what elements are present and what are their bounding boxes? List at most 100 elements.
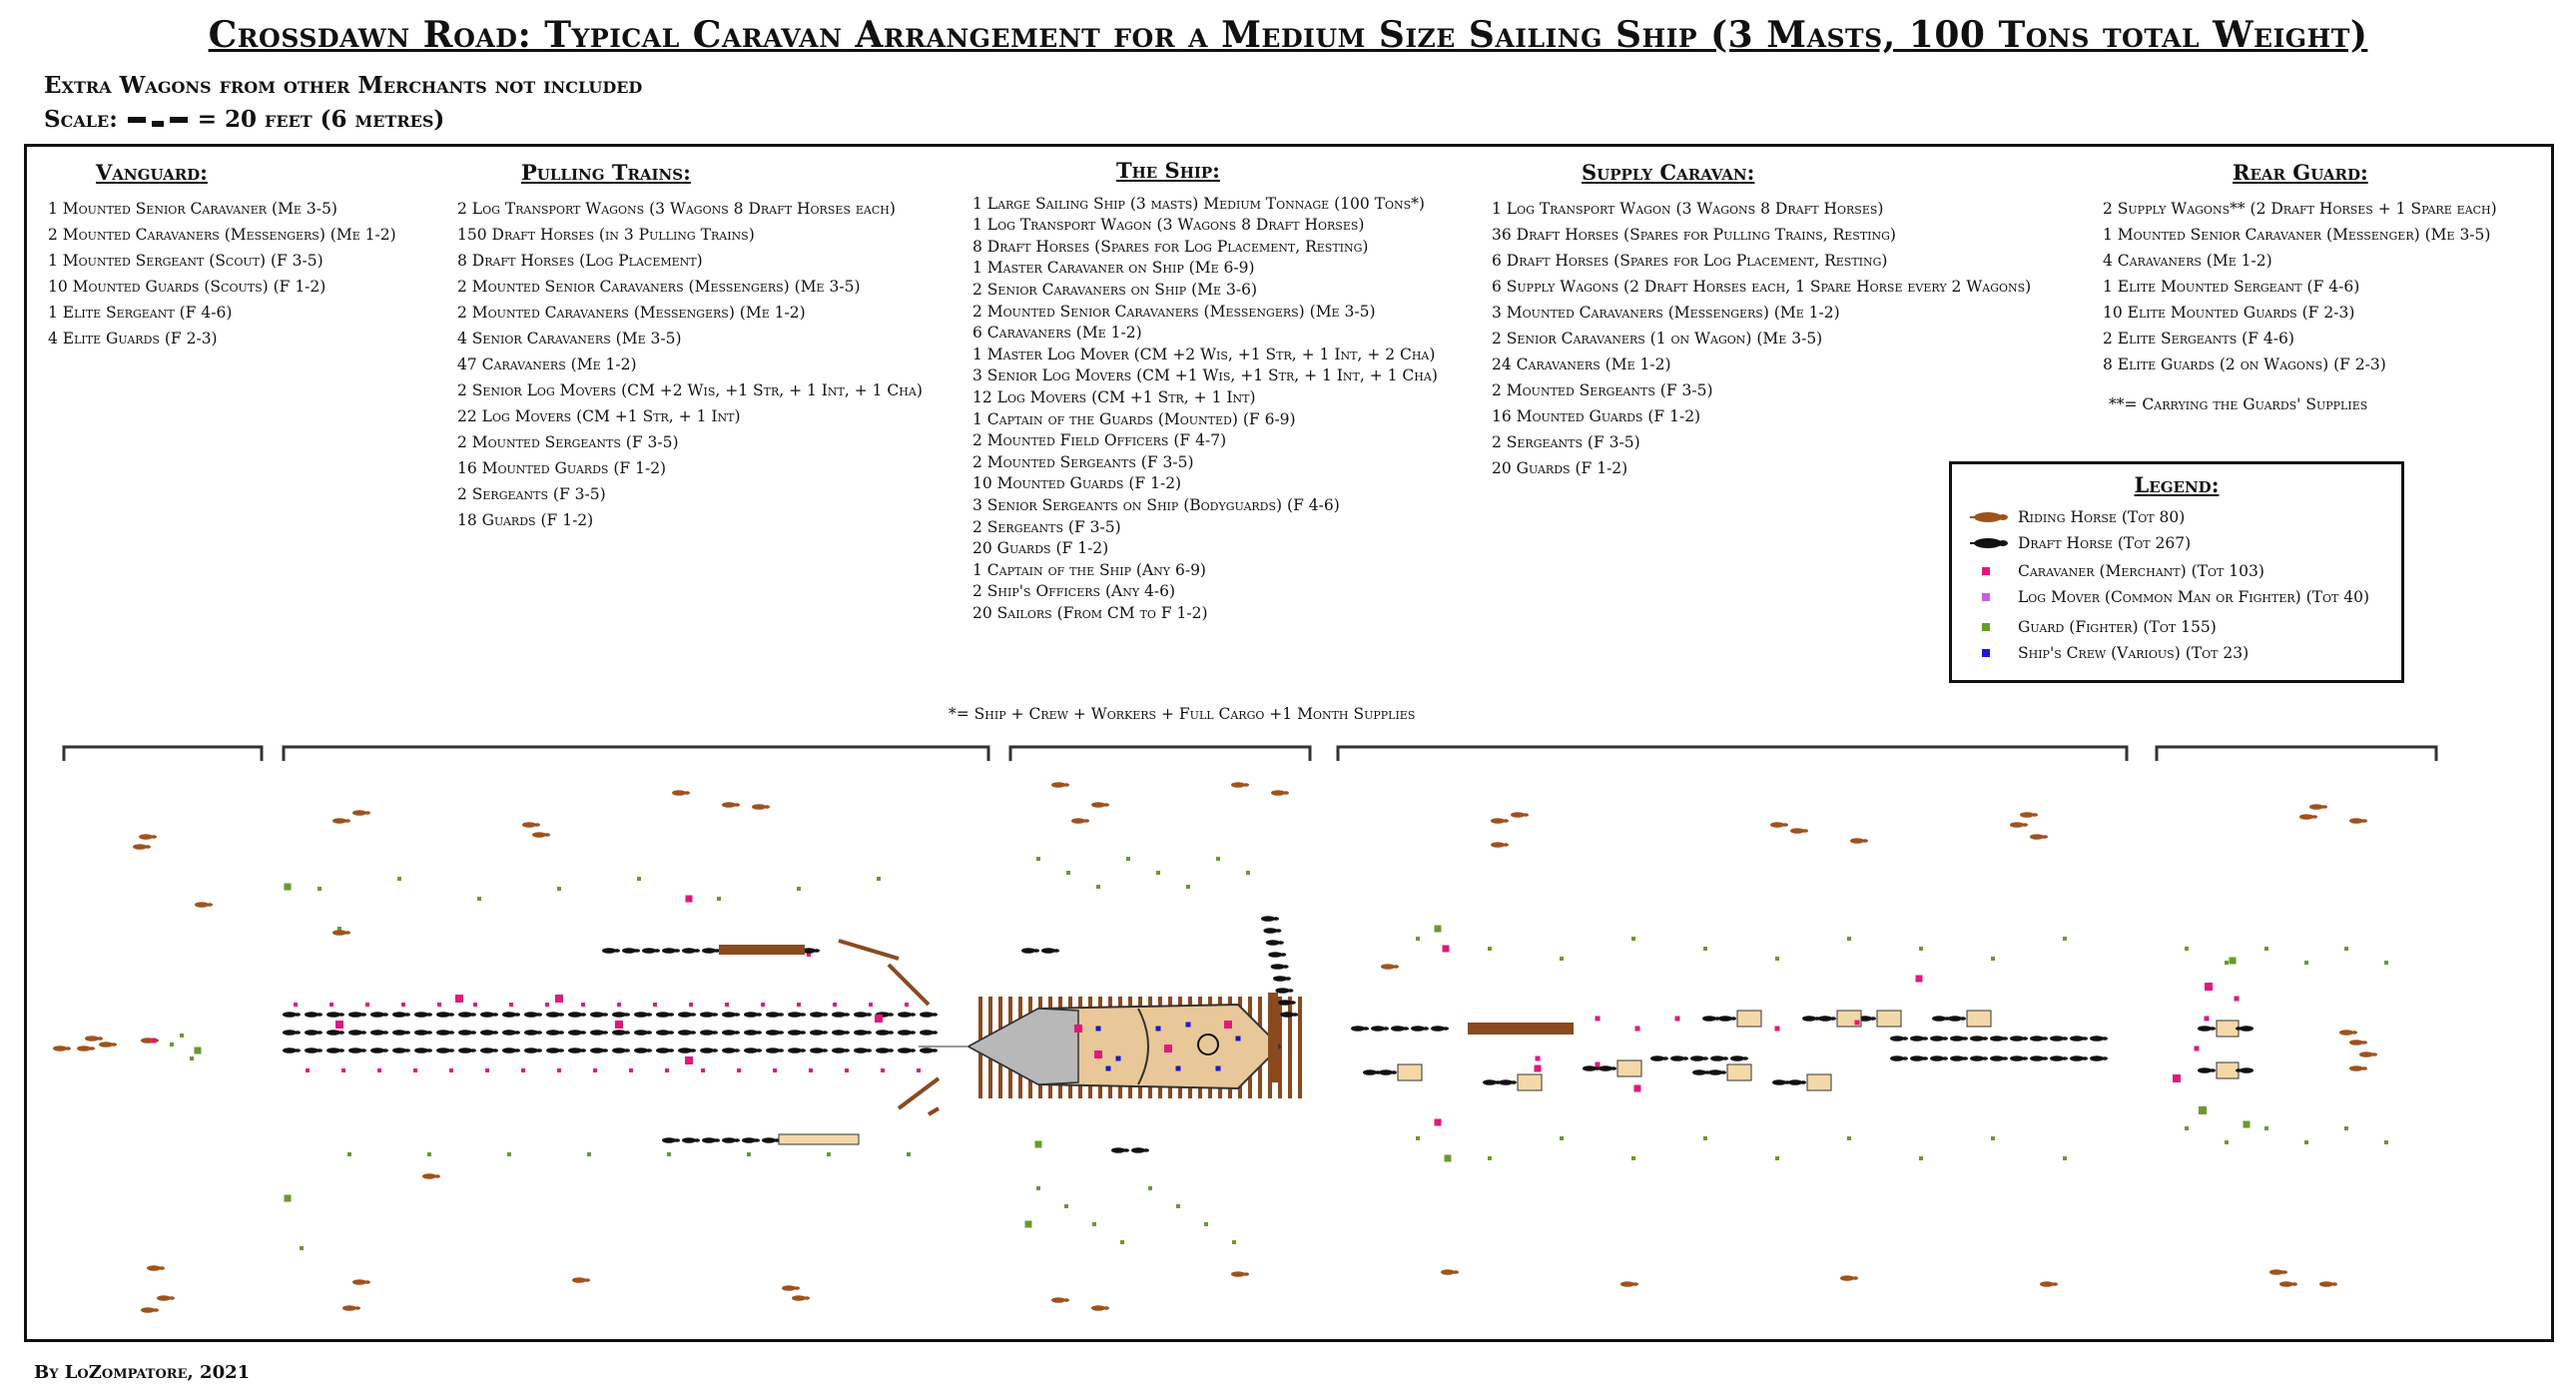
person-marker-icon [629, 1068, 633, 1072]
person-marker-icon [1595, 1016, 1601, 1022]
person-marker-icon [1488, 1156, 1492, 1160]
person-marker-icon [1175, 1065, 1181, 1071]
column-line: 6 Draft Horses (Spares for Log Placement… [1492, 252, 1888, 270]
horse-icon [662, 1137, 680, 1143]
column-line: 1 Master Log Mover (CM +2 Wis, +1 Str, +… [972, 345, 1436, 363]
horse-icon [342, 1305, 360, 1311]
horse-icon [1411, 1026, 1429, 1032]
horse-icon [1261, 916, 1279, 922]
horse-icon [1511, 812, 1529, 818]
horse-icon [1690, 1055, 1708, 1061]
legend-item: Caravaner (Merchant) (Tot 103) [1966, 560, 2264, 582]
horse-icon [634, 1048, 652, 1053]
column-line: 3 Senior Sergeants on Ship (Bodyguards) … [972, 495, 1340, 514]
horse-icon [305, 1030, 322, 1036]
log-wagon-icon [719, 945, 805, 955]
horse-icon [1970, 1055, 1988, 1061]
horse-icon [480, 1048, 498, 1053]
horse-icon [2030, 1036, 2048, 1042]
column-line: 1 Elite Sergeant (F 4-6) [48, 304, 233, 322]
horse-icon [332, 930, 350, 936]
column-line: 2 Ship's Officers (Any 4-6) [972, 582, 1176, 601]
person-marker-icon [725, 1003, 729, 1007]
person-marker-icon [477, 897, 481, 901]
horse-icon [392, 1048, 410, 1053]
person-marker-icon [1488, 947, 1492, 951]
column-line: 4 Senior Caravaners (Me 3-5) [457, 330, 682, 348]
horse-icon [99, 1042, 117, 1048]
person-marker-icon [2173, 1074, 2181, 1082]
column-heading: The Ship: [1116, 158, 1220, 183]
horse-icon [2090, 1055, 2108, 1061]
person-marker-icon [1185, 1022, 1191, 1028]
person-marker-icon [485, 1068, 489, 1072]
person-marker-icon [1434, 1118, 1442, 1126]
horse-icon [1371, 1026, 1389, 1032]
horse-icon [532, 832, 550, 838]
person-marker-icon [1703, 1136, 1707, 1140]
horse-icon [656, 1012, 674, 1018]
person-marker-icon [689, 1003, 693, 1007]
person-marker-icon [685, 1056, 693, 1064]
person-marker-icon [1631, 1156, 1635, 1160]
person-marker-icon [1246, 871, 1250, 875]
person-marker-icon [807, 953, 811, 957]
horse-icon [802, 948, 820, 954]
horse-icon [612, 1048, 630, 1053]
horse-icon [133, 844, 151, 850]
person-marker-icon [437, 1003, 441, 1007]
horse-icon [348, 1012, 366, 1018]
legend-label: Log Mover (Common Man or Fighter) (Tot 4… [2018, 588, 2370, 606]
horse-icon [1583, 1065, 1601, 1071]
person-marker-icon [555, 995, 563, 1003]
horse-icon [1966, 533, 2010, 553]
column-rear-guard: Rear Guard: 2 Supply Wagons** (2 Draft H… [2103, 160, 2542, 377]
horse-icon [702, 948, 720, 954]
column-line: 3 Mounted Caravaners (Messengers) (Me 1-… [1492, 304, 1840, 322]
horse-icon [788, 1012, 806, 1018]
person-marker-icon [833, 1003, 837, 1007]
person-marker-icon [869, 1003, 873, 1007]
horse-icon [572, 1277, 590, 1283]
horse-icon [920, 1048, 938, 1053]
horse-icon [2349, 1040, 2367, 1046]
person-marker-icon [1703, 947, 1707, 951]
horse-icon [1650, 1055, 1668, 1061]
horse-icon [1932, 1016, 1950, 1022]
column-line: 20 Sailors (From CM to F 1-2) [972, 603, 1208, 622]
person-marker-icon [1186, 885, 1190, 889]
horse-icon [678, 1048, 696, 1053]
horse-icon [422, 1173, 440, 1179]
person-marker-icon [1847, 937, 1851, 941]
column-line: 150 Draft Horses (in 3 Pulling Trains) [457, 226, 755, 244]
horse-icon [147, 1265, 165, 1271]
person-marker-icon [2204, 1016, 2210, 1022]
horse-icon [1111, 1147, 1129, 1153]
person-marker-icon [1442, 945, 1450, 953]
column-line: 2 Senior Caravaners on Ship (Me 3-6) [972, 280, 1257, 299]
horse-icon [326, 1048, 344, 1053]
column-lines: 2 Log Transport Wagons (3 Wagons 8 Draft… [457, 196, 976, 533]
person-marker-icon [335, 1021, 343, 1029]
person-marker-icon [2225, 1140, 2229, 1144]
horse-icon [1718, 1016, 1736, 1022]
horse-icon [352, 810, 370, 816]
person-marker-icon [1416, 1136, 1420, 1140]
horse-icon [1363, 1069, 1381, 1075]
legend-label: Ship's Crew (Various) (Tot 23) [2018, 644, 2250, 662]
wagon-icon [2216, 1020, 2240, 1038]
horse-icon [414, 1030, 432, 1036]
horse-icon [1431, 1026, 1449, 1032]
person-marker-icon [1155, 1026, 1161, 1032]
horse-icon [634, 1012, 652, 1018]
person-marker-icon [427, 1152, 431, 1156]
horse-icon [1351, 1026, 1369, 1032]
wagon-icon [1806, 1073, 1832, 1091]
horse-icon [2050, 1055, 2068, 1061]
horse-icon [634, 1030, 652, 1036]
person-marker-icon [341, 1068, 345, 1072]
horse-icon [1890, 1055, 1908, 1061]
horse-icon [546, 1012, 564, 1018]
roller-log-icon [897, 1076, 941, 1110]
horse-icon [590, 1048, 608, 1053]
